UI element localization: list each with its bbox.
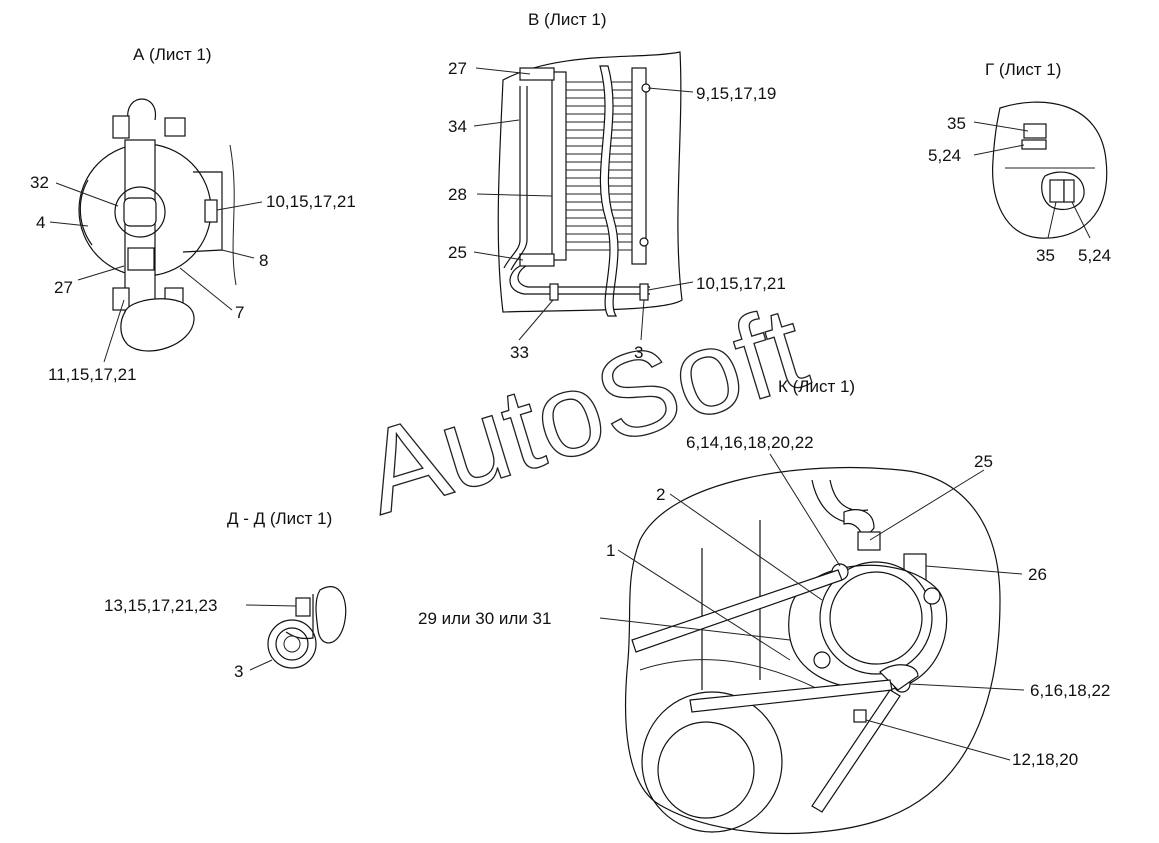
callout-d-13: 13,15,17,21,23 bbox=[104, 596, 217, 615]
view-a-title: А (Лист 1) bbox=[133, 45, 212, 64]
view-g bbox=[992, 101, 1108, 239]
view-k bbox=[624, 466, 1001, 835]
callout-v-25: 25 bbox=[448, 243, 467, 262]
callout-a-10: 10,15,17,21 bbox=[266, 192, 356, 211]
watermark-text: AutoSoft bbox=[349, 281, 820, 540]
callout-g-35a: 35 bbox=[947, 114, 966, 133]
view-k-title: К (Лист 1) bbox=[778, 377, 855, 396]
view-d bbox=[267, 586, 347, 669]
view-a bbox=[78, 98, 237, 352]
callout-d-3: 3 bbox=[234, 662, 243, 681]
view-b bbox=[497, 51, 683, 317]
callout-k-2: 2 bbox=[656, 485, 665, 504]
callout-a-7: 7 bbox=[235, 303, 244, 322]
callout-k-1: 1 bbox=[606, 541, 615, 560]
callout-k-29: 29 или 30 или 31 bbox=[418, 609, 551, 628]
callout-v-33: 33 bbox=[510, 343, 529, 362]
callout-k-6b: 6,16,18,22 bbox=[1030, 681, 1110, 700]
callout-k-25: 25 bbox=[974, 452, 993, 471]
callout-v-27: 27 bbox=[448, 59, 467, 78]
callout-a-32: 32 bbox=[30, 173, 49, 192]
callout-a-4: 4 bbox=[36, 213, 45, 232]
view-d-leaders bbox=[245, 604, 297, 671]
view-k-leaders bbox=[599, 453, 1025, 761]
callout-a-11: 11,15,17,21 bbox=[48, 365, 137, 384]
view-d-title: Д - Д (Лист 1) bbox=[227, 509, 332, 528]
callout-k-26: 26 bbox=[1028, 565, 1047, 584]
callout-g-35b: 35 bbox=[1036, 246, 1055, 265]
callout-g-5b: 5,24 bbox=[1078, 246, 1111, 265]
callout-k-12: 12,18,20 bbox=[1012, 750, 1078, 769]
view-g-leaders bbox=[973, 121, 1091, 239]
callout-a-8: 8 bbox=[259, 251, 268, 270]
callout-v-34: 34 bbox=[448, 117, 467, 136]
callout-v-28: 28 bbox=[448, 185, 467, 204]
view-g-title: Г (Лист 1) bbox=[985, 60, 1061, 79]
callout-g-5a: 5,24 bbox=[928, 146, 961, 165]
view-b-leaders bbox=[473, 67, 694, 341]
callout-a-27: 27 bbox=[54, 278, 73, 297]
view-a-leaders bbox=[49, 182, 263, 363]
view-b-title: В (Лист 1) bbox=[528, 10, 607, 29]
radiator-fins bbox=[566, 81, 632, 251]
callout-v-3: 3 bbox=[634, 343, 643, 362]
callout-v-10: 10,15,17,21 bbox=[696, 274, 786, 293]
callout-k-6a: 6,14,16,18,20,22 bbox=[686, 433, 814, 452]
callout-v-9: 9,15,17,19 bbox=[696, 84, 776, 103]
